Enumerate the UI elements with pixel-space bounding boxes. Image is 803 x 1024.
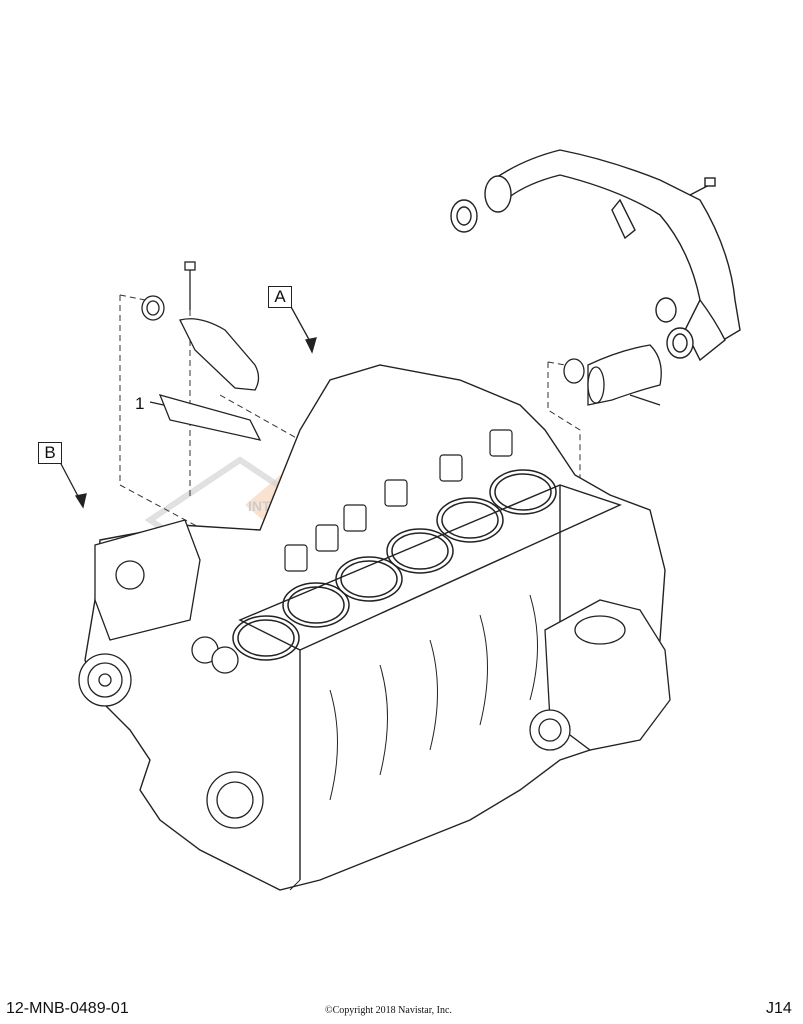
drawing-id: 12-MNB-0489-01 bbox=[6, 1000, 129, 1017]
cylinder-head-gaskets bbox=[232, 469, 557, 661]
callout-b: B bbox=[38, 442, 62, 464]
manifold-ports bbox=[284, 429, 513, 572]
coolant-crossover-pipe bbox=[450, 149, 741, 362]
copyright-notice: ©Copyright 2018 Navistar, Inc. bbox=[325, 1005, 452, 1016]
front-cover-water-pump bbox=[78, 519, 264, 829]
callout-a: A bbox=[268, 286, 292, 308]
callout-item-1: 1 bbox=[135, 394, 145, 413]
air-compressor bbox=[529, 599, 671, 751]
coolant-elbow-fitting bbox=[563, 344, 662, 406]
thermostat-housing bbox=[141, 261, 262, 441]
crankcase-ribs bbox=[289, 594, 538, 891]
page-code: J14 bbox=[766, 1000, 792, 1017]
